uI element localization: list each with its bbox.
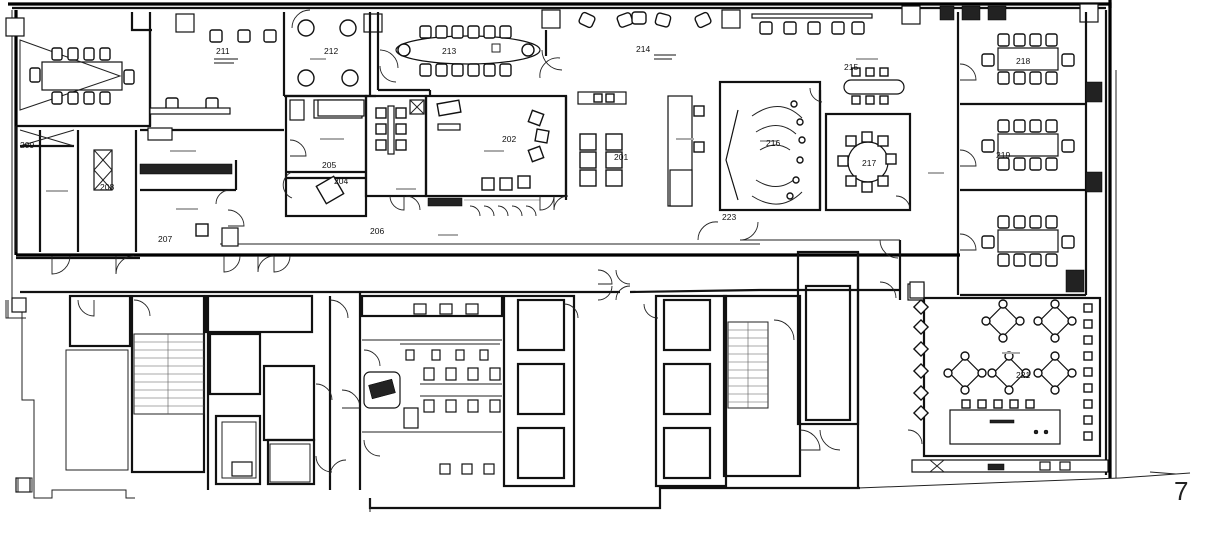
room-204-label: 204 — [334, 176, 348, 186]
lounge-214-furniture — [577, 11, 873, 207]
room-221-label: 221 — [1016, 370, 1030, 380]
structural-columns — [5, 3, 1099, 493]
interior-walls — [14, 12, 1088, 300]
section-mark: 7 — [1149, 471, 1188, 506]
room-219-label: 219 — [996, 150, 1010, 160]
section-mark-label: 7 — [1174, 476, 1188, 506]
lower-core-walls — [68, 250, 1102, 490]
meeting-rooms-east-tables — [939, 5, 1103, 293]
room-207-label: 207 — [158, 234, 172, 244]
rooms-205-204-furniture — [289, 99, 425, 205]
office-211-furniture — [147, 29, 277, 141]
room-216-label: 216 — [766, 138, 780, 148]
room-208-label: 208 — [100, 182, 114, 192]
cafe-table-2 — [1033, 299, 1077, 343]
room-202-label: 202 — [502, 134, 516, 144]
cafe-table-3 — [943, 351, 987, 395]
room-214-label: 214 — [636, 44, 650, 54]
cafe-221-tables — [909, 281, 1109, 473]
restrooms — [362, 303, 502, 475]
cafe-table-5 — [1033, 351, 1077, 395]
room-223-label: 223 — [722, 212, 736, 222]
room-215-furniture — [843, 67, 905, 105]
room-217-label: 217 — [862, 158, 876, 168]
room-218-label: 218 — [1016, 56, 1030, 66]
room-201-furniture — [579, 133, 623, 187]
room-202-furniture — [427, 99, 550, 207]
building-shell — [5, 0, 1191, 512]
cafe-table-1 — [981, 299, 1025, 343]
room-211-label: 211 — [216, 46, 230, 56]
room-labels: 211 212 213 214 215 218 219 209 208 205 … — [20, 44, 1030, 380]
room-213-label: 213 — [442, 46, 456, 56]
door-swings — [51, 9, 977, 477]
cafe-table-4 — [987, 351, 1031, 395]
conference-table-209 — [19, 39, 135, 111]
room-216-furniture — [725, 100, 806, 205]
room-217-round-table — [837, 131, 897, 193]
room-212-label: 212 — [324, 46, 338, 56]
room-209-label: 209 — [20, 140, 34, 150]
room-215-label: 215 — [844, 62, 858, 72]
room-205-label: 205 — [322, 160, 336, 170]
lower-left-rooms — [65, 349, 311, 483]
stairs-west — [133, 333, 205, 415]
room-206-label: 206 — [370, 226, 384, 236]
room-201-label: 201 — [614, 152, 628, 162]
corner-marker — [17, 477, 33, 493]
storage-208-fixtures — [19, 129, 239, 247]
conference-table-213 — [395, 25, 541, 77]
faint-annotations — [46, 54, 1020, 354]
stairs-east — [727, 321, 769, 409]
